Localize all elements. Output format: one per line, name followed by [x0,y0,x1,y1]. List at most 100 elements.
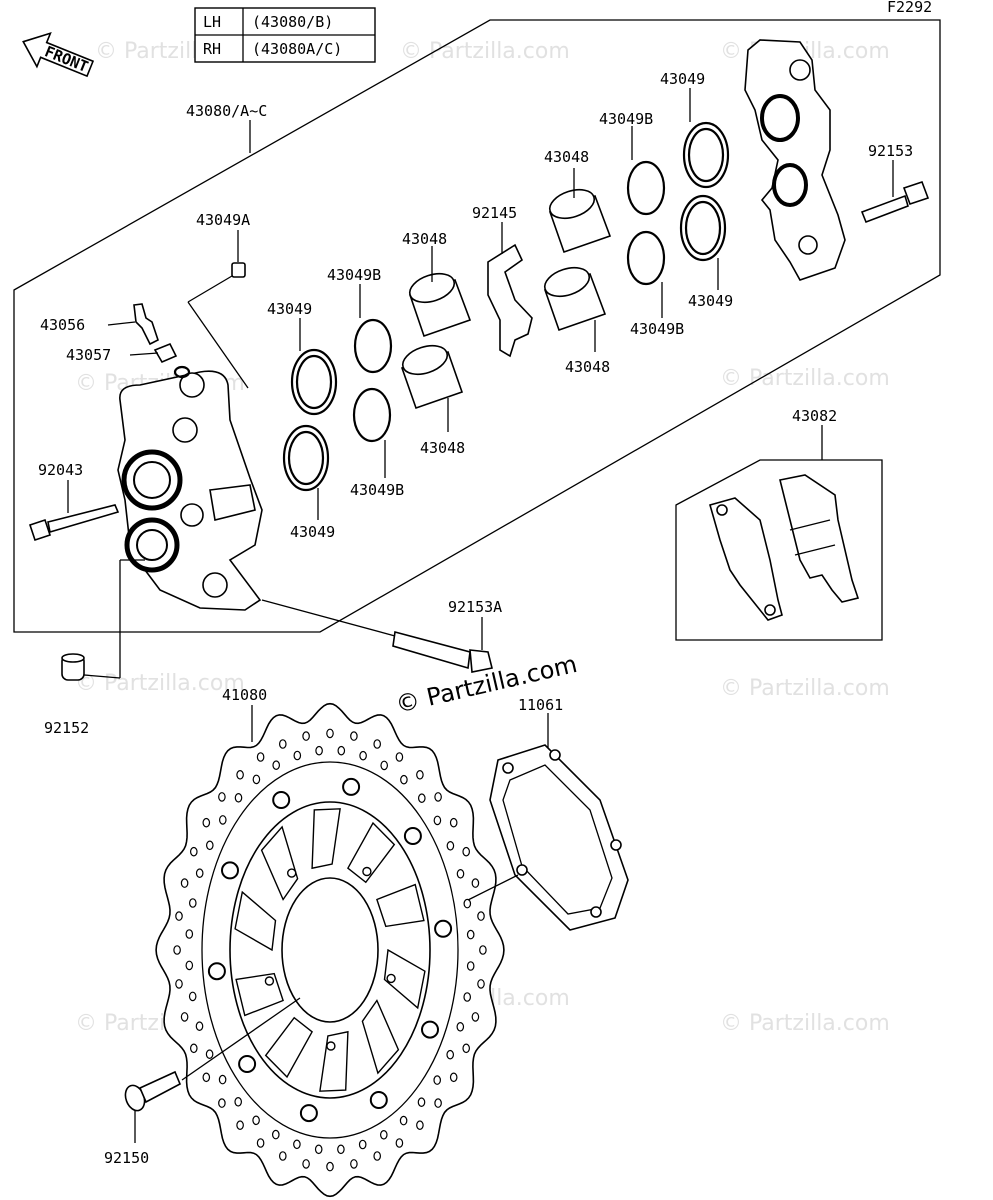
caliper-right [744,39,846,281]
part-label-43049: 43049 [688,292,733,310]
disc-hole [175,979,183,989]
disc-hole [252,1115,260,1126]
disc-hole [202,1072,211,1083]
disc-hole [234,1097,243,1107]
disc-bolt-hole [287,868,297,878]
disc-hole [185,960,194,971]
disc-hole [433,1075,442,1085]
disc-hole [434,1098,442,1108]
disc-hole [185,929,194,939]
disc-hole [326,1161,334,1172]
part-label-92150: 92150 [104,1149,149,1167]
disc-hole [234,792,243,803]
dust-seal-ring [626,160,666,216]
disc-hole [302,731,310,741]
disc-hole [326,728,334,739]
part-label-43056: 43056 [40,316,85,334]
disc-bolt-hole [326,1041,336,1051]
disc-hole [456,1022,465,1032]
bolt-92153a [392,630,493,673]
disc-hole [189,898,197,908]
cap-43049a [231,262,246,278]
disc-window [383,948,426,1010]
disc-window [260,825,299,901]
part-label-43049b: 43049B [350,481,404,499]
disc-hole [466,961,475,971]
caliper-left [117,370,263,611]
part-label-43049b: 43049B [327,266,381,284]
disc-hole [218,792,226,802]
disc-hole [236,1120,244,1130]
part-label-41080: 41080 [222,686,267,704]
disc-hole [416,1120,424,1130]
disc-window [376,883,425,928]
disc-hole [395,1138,404,1148]
disc-hole [350,1159,358,1169]
disc-hole [477,979,485,989]
disc-hole [315,745,323,756]
leader-line [467,874,519,901]
part-label-92145: 92145 [472,204,517,222]
disc-hole [293,750,302,761]
seal-ring [679,194,727,262]
dust-seal-ring [626,230,666,286]
brake-disc [155,702,505,1198]
disc-hole [416,769,424,780]
disc-hole [173,945,181,955]
disc-shim [489,744,629,931]
disc-hole [462,846,471,857]
part-label-43049a: 43049A [196,211,250,229]
diagram-code: F2292 [887,0,932,16]
disc-hole [462,1043,471,1054]
part-label-92152: 92152 [44,719,89,737]
disc-hole [463,898,472,909]
disc-hole [190,846,198,857]
assembly-frame [13,19,941,633]
legend-code: (43080/B) [252,13,333,31]
disc-hole [471,878,480,888]
disc-hole [400,774,408,785]
bolt-92043 [28,504,120,542]
disc-window [361,999,400,1075]
part-label-43049: 43049 [290,523,335,541]
part-label-43049b: 43049B [630,320,684,338]
brake-pad-backing [709,497,783,621]
disc-hole [456,868,465,879]
disc-hole [202,817,211,828]
disc-hole [195,1021,204,1031]
disc-hole [433,815,442,826]
collar-92152 [61,653,85,681]
disc-hole [373,739,382,749]
disc-rivet [299,1104,318,1123]
disc-hole [206,840,214,851]
disc-hole [278,1151,287,1161]
disc-rivet [238,1055,257,1073]
part-label-11061: 11061 [518,696,563,714]
watermark-text: © Partzilla.com [720,1011,890,1036]
disc-hole [477,911,485,921]
disc-hole [256,1138,265,1148]
front-label: FRONT [42,42,91,76]
disc-hole [399,1115,408,1126]
part-label-43048: 43048 [565,358,610,376]
disc-hole [218,1098,226,1108]
disc-hole [219,815,227,825]
disc-hole [302,1159,310,1169]
part-label-43049: 43049 [267,300,312,318]
disc-hole [337,1144,345,1155]
disc-rivet [421,1020,439,1039]
disc-bolt-92150 [124,1070,182,1112]
disc-rivet [207,962,226,981]
leader-line [261,599,396,637]
pad-spring [487,243,533,358]
disc-hole [434,792,442,802]
disc-hole [449,817,458,828]
disc-hole [380,760,389,771]
watermark-text: © Partzilla.com [400,39,570,64]
legend-code: (43080A/C) [252,40,342,58]
part-label-92153: 92153 [868,142,913,160]
disc-rivet [369,1091,388,1109]
disc-bolt-hole [264,976,275,986]
part-label-43080: 43080/A~C [186,102,267,120]
part-label-43082: 43082 [792,407,837,425]
